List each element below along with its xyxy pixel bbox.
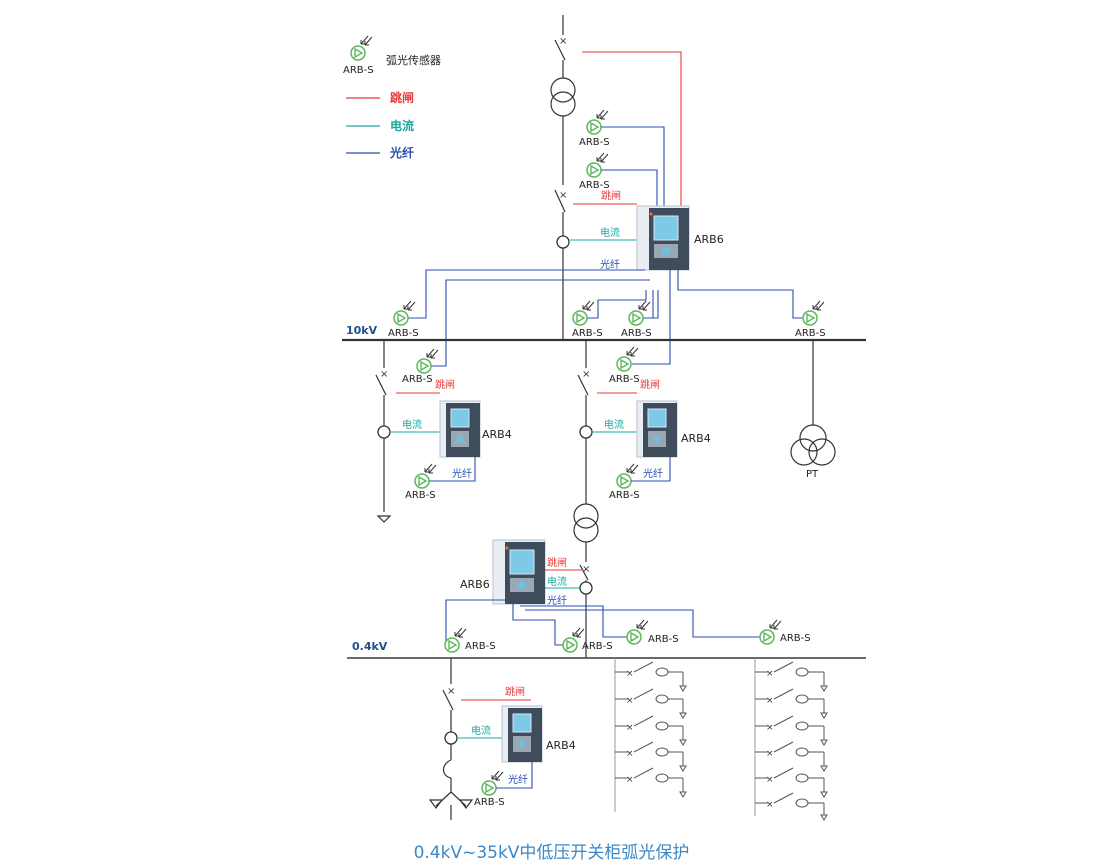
relay-arb6-top-label: ARB6 [694,233,724,246]
svg-text:×: × [766,723,774,733]
trip-label-left: 跳闸 [435,378,455,391]
fiber-label-incoming: 光纤 [600,258,620,271]
current-label-middle: 电流 [604,418,624,431]
svg-text:×: × [447,686,455,697]
sensor-label-bus-3: ARB-S [621,328,652,339]
fiber-label-lv: 光纤 [508,773,528,786]
sensor-icon-bus-1 [393,300,416,326]
sensor-icon-middle-1 [616,346,639,372]
ct-feeder-left [377,425,391,439]
sensor-label-low-2: ARB-S [582,641,613,652]
sensor-label-left-2: ARB-S [405,490,436,501]
legend-sensor-label: 弧光传感器 [386,53,441,67]
trip-line-incoming-top [582,51,682,208]
current-label-lower: 电流 [547,575,567,588]
ct-lv-feeder [444,731,458,745]
sensor-icon-middle-2 [616,463,639,489]
svg-text:×: × [559,36,567,47]
current-label-incoming: 电流 [600,226,620,239]
svg-text:×: × [766,800,774,810]
feeder-middle [573,340,599,658]
ct-feeder-middle [579,425,593,439]
sensor-label-low-3: ARB-S [648,634,679,645]
bus-10kv-label: 10kV [346,324,378,337]
trip-label-lower: 跳闸 [547,556,567,569]
svg-text:×: × [626,749,634,759]
outgoing-group-2 [754,658,828,821]
sensor-label-top-2: ARB-S [579,180,610,191]
lv-feeder [428,658,474,820]
sensor-icon-low-2 [562,627,585,653]
sensor-label-low-4: ARB-S [780,633,811,644]
ct-incoming [556,235,570,249]
feeder-left [375,340,392,523]
relay-arb4-left-label: ARB4 [482,428,512,441]
sensor-icon-bus-3 [628,300,651,326]
sensor-label-lv: ARB-S [474,797,505,808]
relay-arb4-lv-label: ARB4 [546,739,576,752]
sensor-icon-low-4 [759,619,782,645]
sensor-label-low-1: ARB-S [465,641,496,652]
fiber-label-lower: 光纤 [547,594,567,607]
sensor-label-bus-2: ARB-S [572,328,603,339]
diagram-caption: 0.4kV~35kV中低压开关柜弧光保护 [413,843,690,863]
sensor-icon-top-1 [586,109,609,135]
current-label-left: 电流 [402,418,422,431]
svg-text:×: × [766,749,774,759]
trip-label-middle: 跳闸 [640,378,660,391]
legend-sensor-text: ARB-S [343,65,374,76]
sensor-label-bus-4: ARB-S [795,328,826,339]
sensor-label-middle-2: ARB-S [609,490,640,501]
svg-text:×: × [626,723,634,733]
sensor-icon-bus-4 [802,300,825,326]
svg-text:×: × [766,669,774,679]
sensor-icon-bus-2 [572,300,595,326]
svg-text:×: × [582,369,590,380]
fiber-label-middle: 光纤 [643,467,663,480]
legend-trip-label: 跳闸 [390,90,414,105]
trip-label-lv: 跳闸 [505,685,525,698]
pt-label: PT [806,469,819,480]
relay-arb6-lower [492,539,546,605]
relay-arb4-middle-label: ARB4 [681,432,711,445]
current-label-lv: 电流 [471,724,491,737]
sensor-label-middle-1: ARB-S [609,374,640,385]
relay-arb4-lv [501,705,543,763]
relay-arb6-lower-label: ARB6 [460,578,490,591]
svg-text:×: × [766,775,774,785]
pt-branch [790,340,836,466]
sensor-label-bus-1: ARB-S [388,328,419,339]
fiber-label-left: 光纤 [452,467,472,480]
legend-sensor-icon [350,35,373,61]
sensor-label-left-1: ARB-S [402,374,433,385]
svg-text:×: × [626,669,634,679]
fiber-bundle-top [408,269,806,367]
incoming-feeder [550,15,576,340]
outgoing-group-1 [614,658,687,812]
svg-text:×: × [380,369,388,380]
svg-text:×: × [766,696,774,706]
sensor-icon-low-1 [444,627,467,653]
trip-label-incoming: 跳闸 [601,189,621,202]
svg-text:×: × [626,775,634,785]
sensor-icon-top-2 [586,152,609,178]
svg-text:×: × [582,564,590,575]
sensor-label-top-1: ARB-S [579,137,610,148]
sensor-icon-lv [481,770,504,796]
legend-fiber-label: 光纤 [389,145,414,160]
relay-arb6-top [636,205,690,271]
sensor-icon-left-1 [416,348,439,374]
fiber-bundle-lower [445,599,761,646]
sensor-icon-low-3 [626,619,649,645]
relay-arb4-middle [636,400,678,458]
svg-text:×: × [559,190,567,201]
sensor-icon-left-2 [414,463,437,489]
legend-current-label: 电流 [390,118,414,133]
svg-text:×: × [626,696,634,706]
bus-04kv-label: 0.4kV [352,640,388,653]
relay-arb4-left [439,400,481,458]
ct-lower [579,581,593,595]
